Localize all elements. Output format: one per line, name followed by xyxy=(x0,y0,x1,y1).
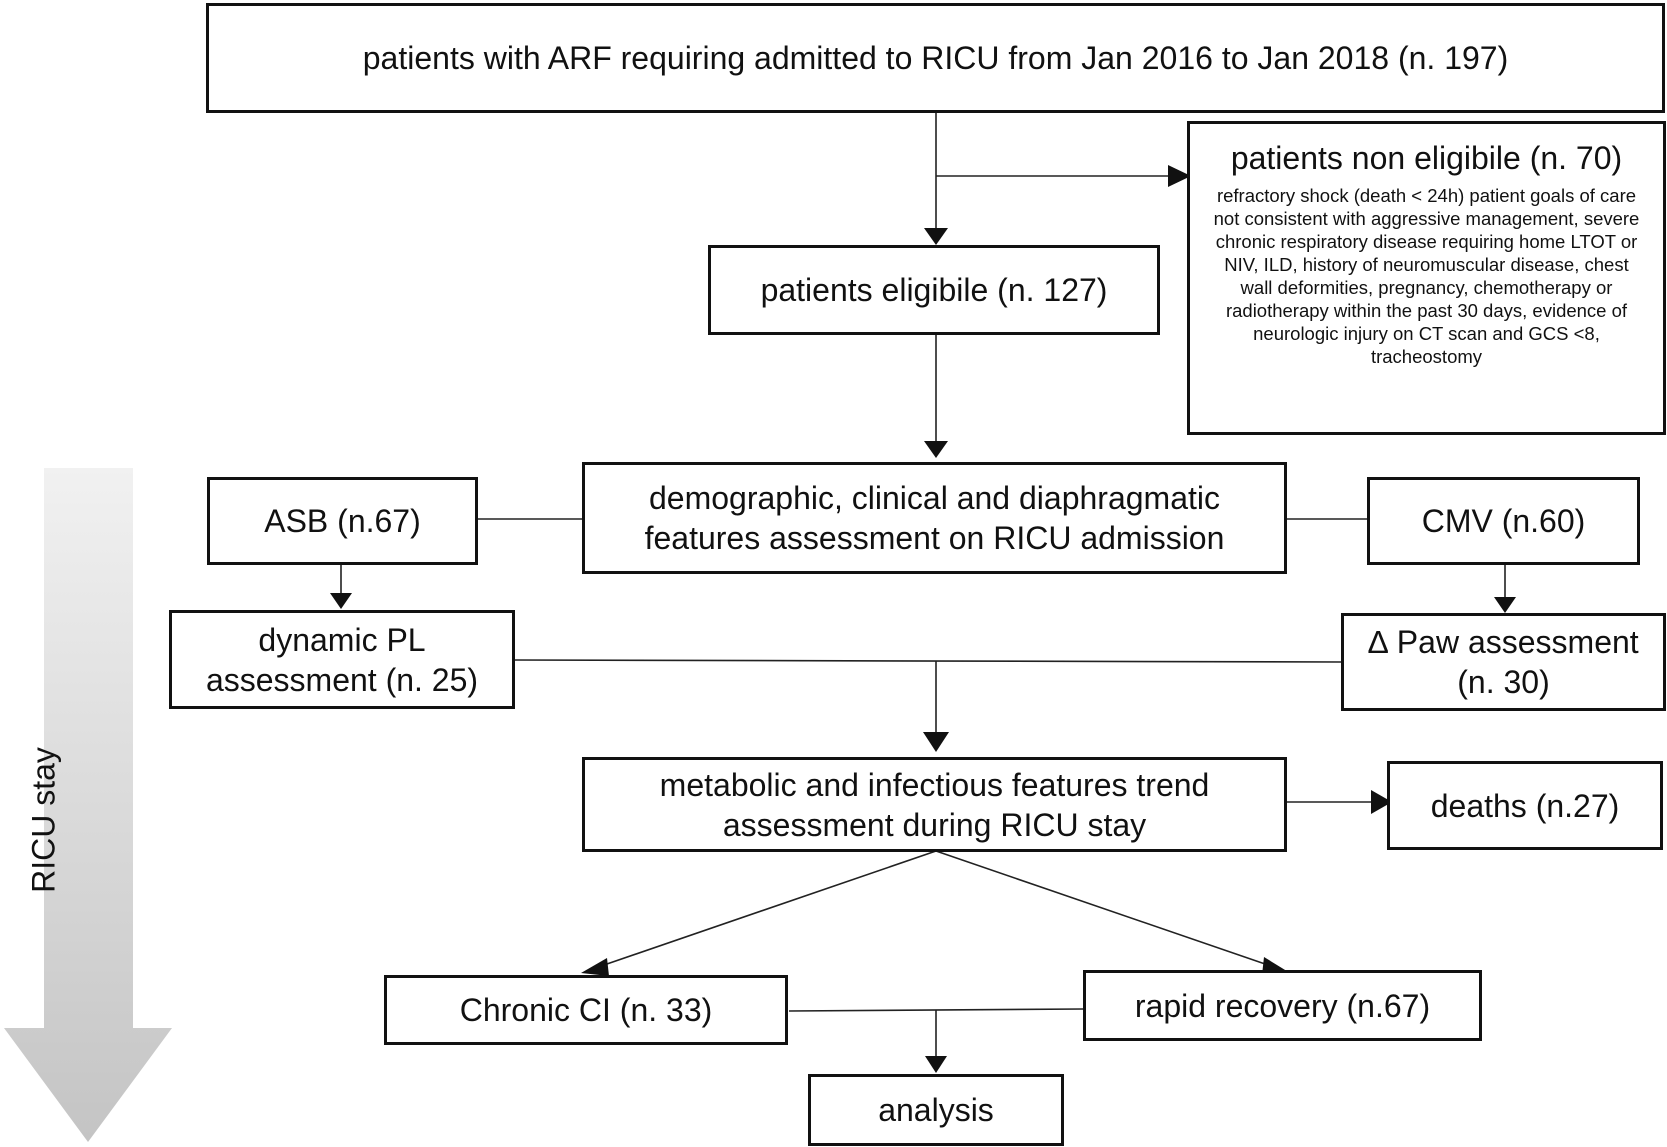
analysis-label: analysis xyxy=(878,1092,994,1128)
arrowhead-non-eligible xyxy=(1168,165,1191,187)
arrowhead-assessment xyxy=(924,441,948,458)
delta-paw-box: ∆ Paw assessment (n. 30) xyxy=(1341,613,1666,711)
chronic-ci-label: Chronic CI (n. 33) xyxy=(459,992,713,1028)
non-eligible-criteria: refractory shock (death < 24h) patient g… xyxy=(1213,185,1640,367)
delta-paw-label: ∆ Paw assessment (n. 30) xyxy=(1368,624,1639,700)
admitted-patients-label: patients with ARF requiring admitted to … xyxy=(362,40,1509,76)
non-eligible-title: patients non eligibile (n. 70) xyxy=(1230,140,1623,176)
asb-label: ASB (n.67) xyxy=(264,503,421,539)
trend-assessment-label: metabolic and infectious features trend … xyxy=(659,766,1210,843)
connector-trend-recovery xyxy=(935,850,1269,966)
rapid-recovery-box: rapid recovery (n.67) xyxy=(1083,970,1482,1041)
arrowhead-deaths xyxy=(1371,790,1392,814)
ricu-stay-label: RICU stay xyxy=(25,747,62,893)
arrowhead-pl xyxy=(330,593,352,609)
arrowhead-paw xyxy=(1494,597,1516,613)
connector-pl-paw xyxy=(512,659,1344,663)
trend-assessment-box: metabolic and infectious features trend … xyxy=(582,757,1287,852)
admission-assessment-label: demographic, clinical and diaphragmatic … xyxy=(644,480,1225,556)
cmv-box: CMV (n.60) xyxy=(1367,477,1640,565)
admission-assessment-box: demographic, clinical and diaphragmatic … xyxy=(582,462,1287,574)
arrowhead-eligible xyxy=(924,228,948,245)
asb-box: ASB (n.67) xyxy=(207,477,478,565)
analysis-box: analysis xyxy=(808,1074,1064,1146)
cmv-label: CMV (n.60) xyxy=(1421,503,1586,539)
admitted-patients-box: patients with ARF requiring admitted to … xyxy=(206,3,1665,113)
eligible-patients-label: patients eligibile (n. 127) xyxy=(760,272,1108,308)
arrowhead-chronic xyxy=(581,958,609,976)
connector-trend-chronic xyxy=(603,850,937,966)
eligible-patients-box: patients eligibile (n. 127) xyxy=(708,245,1160,335)
rapid-recovery-label: rapid recovery (n.67) xyxy=(1134,987,1431,1024)
arrowhead-trend xyxy=(923,732,949,752)
deaths-box: deaths (n.27) xyxy=(1387,761,1663,850)
non-eligible-box: patients non eligibile (n. 70) refractor… xyxy=(1187,121,1666,435)
arrowhead-analysis xyxy=(925,1056,947,1073)
chronic-ci-box: Chronic CI (n. 33) xyxy=(384,975,788,1045)
timeline-arrow xyxy=(4,468,172,1142)
dynamic-pl-label: dynamic PL assessment (n. 25) xyxy=(205,621,479,698)
deaths-label: deaths (n.27) xyxy=(1430,787,1620,824)
dynamic-pl-box: dynamic PL assessment (n. 25) xyxy=(169,610,515,709)
